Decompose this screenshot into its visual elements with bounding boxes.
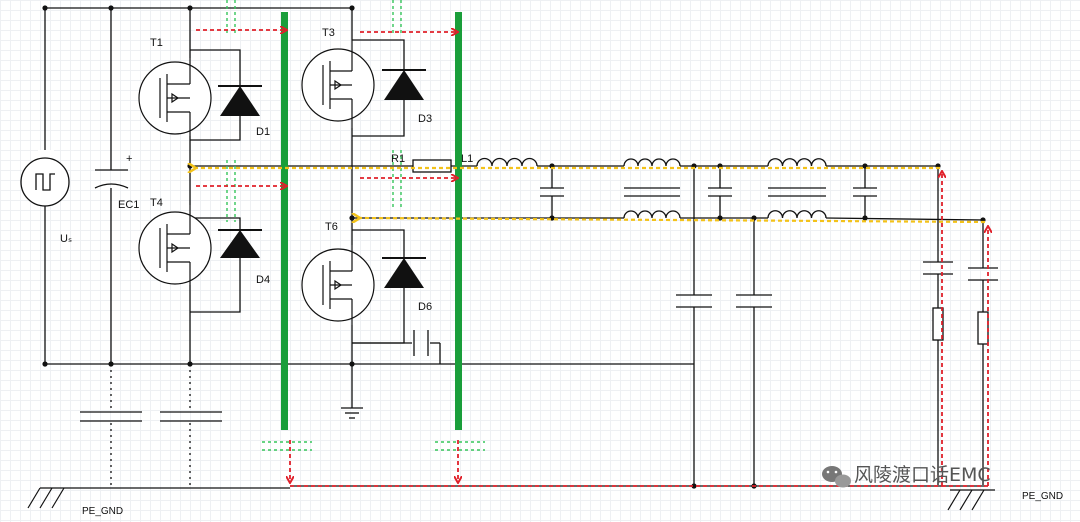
label-d4: D4	[256, 274, 270, 286]
ground-icon	[341, 407, 363, 419]
label-ec1-plus: +	[126, 153, 132, 165]
parasitic-capacitors	[80, 364, 222, 488]
label-pe-gnd-left: PE_GND	[82, 506, 123, 517]
mosfet-t4	[138, 205, 212, 285]
x-capacitors	[540, 187, 877, 197]
heatsink-left	[281, 12, 288, 430]
lisn-network	[923, 261, 998, 345]
watermark-text: 风陵渡口话EMC	[854, 464, 991, 486]
label-l1: L1	[461, 153, 473, 165]
label-d3: D3	[418, 113, 432, 125]
mosfet-t3	[301, 40, 375, 128]
common-mode-path-red	[196, 30, 988, 487]
capacitor-ec1	[94, 169, 129, 189]
label-r1: R1	[391, 153, 405, 165]
label-ec1: EC1	[118, 199, 139, 211]
coupling-marks-green	[226, 0, 485, 451]
diode-d1	[218, 85, 262, 116]
resistor-r1	[412, 159, 452, 173]
label-t3: T3	[322, 27, 335, 39]
label-t1: T1	[150, 37, 163, 49]
wechat-icon	[822, 466, 851, 488]
y-capacitors	[676, 294, 772, 308]
common-mode-choke-1	[623, 158, 681, 219]
label-us: Uₛ	[60, 233, 72, 245]
label-pe-gnd-right: PE_GND	[1022, 491, 1063, 502]
diode-d4	[218, 229, 262, 258]
mosfet-t1	[138, 58, 212, 136]
capacitor-snubber	[413, 330, 429, 356]
diode-d6	[382, 257, 426, 288]
diode-d3	[382, 69, 426, 100]
inductor-l1	[476, 157, 538, 167]
label-d1: D1	[256, 126, 270, 138]
main-wiring	[40, 7, 986, 489]
label-t6: T6	[325, 221, 338, 233]
differential-path-yellow	[196, 168, 986, 224]
mosfet-t6	[301, 245, 375, 325]
label-t4: T4	[150, 197, 163, 209]
pulse-source-icon	[20, 150, 70, 207]
heatsink-right	[455, 12, 462, 430]
common-mode-choke-2	[767, 158, 827, 219]
label-d6: D6	[418, 301, 432, 313]
pe-ground-hatch	[27, 487, 995, 511]
